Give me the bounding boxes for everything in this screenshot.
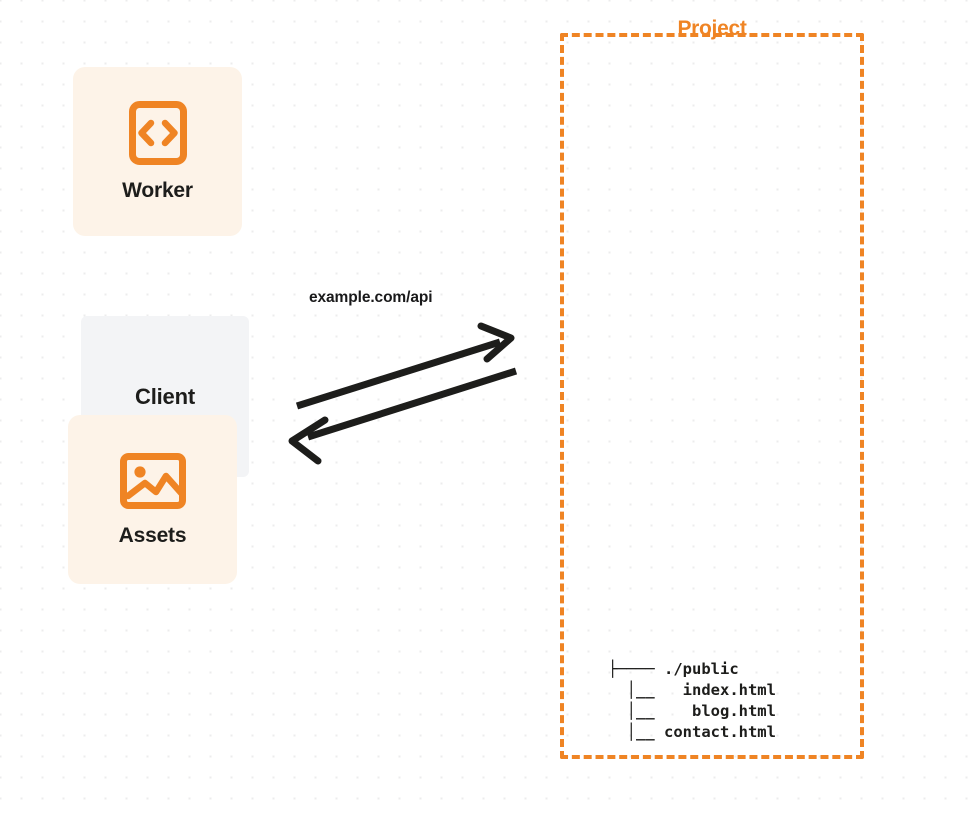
image-icon [119,452,186,509]
assets-node: Assets [68,415,237,584]
worker-node: Worker [73,67,242,236]
connection-label: example.com/api [309,289,433,306]
project-title: Project [677,17,747,40]
client-node-label: Client [135,383,195,409]
code-brackets-icon [128,100,187,165]
assets-file-tree: ├──── ./public │__ index.html │__ blog.h… [608,617,776,785]
worker-node-label: Worker [122,178,193,202]
file-tree-row: ├──── ./public │__ index.html │__ blog.h… [608,660,776,741]
response-arrow [288,367,518,465]
project-dashed-border [560,33,864,759]
assets-node-label: Assets [118,523,187,547]
request-arrow [295,322,515,410]
project-group: Project [560,17,864,759]
